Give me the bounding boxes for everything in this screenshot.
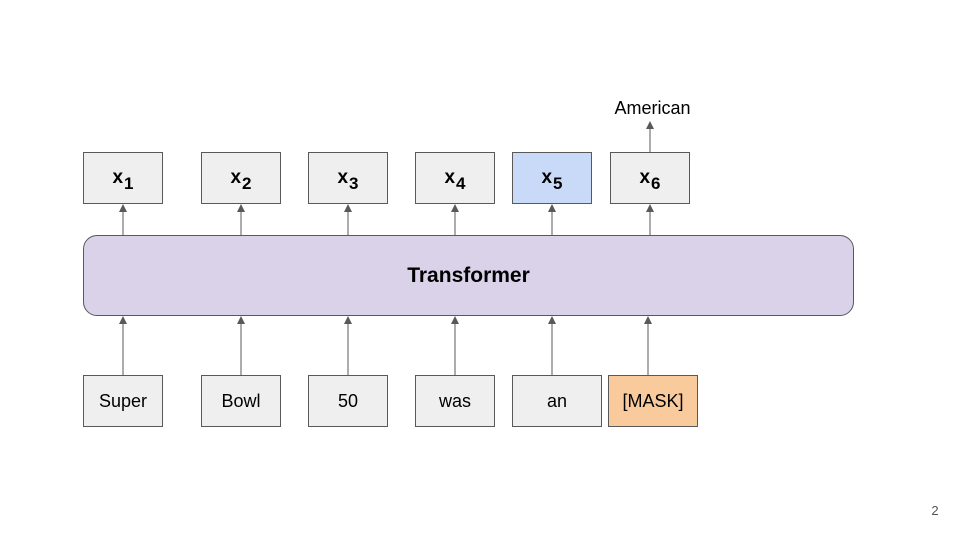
output-symbol: x [337, 167, 349, 188]
output-subscript: 5 [553, 174, 563, 193]
output-symbol: x [541, 167, 553, 188]
output-subscript: 4 [456, 174, 466, 193]
input-token-2: Bowl [201, 375, 281, 427]
output-symbol: x [639, 167, 651, 188]
output-subscript: 3 [349, 174, 359, 193]
output-subscript: 6 [651, 174, 661, 193]
transformer-block: Transformer [83, 235, 854, 316]
page-number: 2 [931, 503, 939, 518]
prediction-label: American [614, 98, 691, 118]
output-subscript: 1 [124, 174, 134, 193]
input-token-mask: [MASK] [608, 375, 698, 427]
input-token-5: an [512, 375, 602, 427]
input-token-1: Super [83, 375, 163, 427]
output-subscript: 2 [242, 174, 252, 193]
output-symbol: x [444, 167, 456, 188]
input-token-3: 50 [308, 375, 388, 427]
output-symbol: x [230, 167, 242, 188]
output-symbol: x [112, 167, 124, 188]
input-token-4: was [415, 375, 495, 427]
